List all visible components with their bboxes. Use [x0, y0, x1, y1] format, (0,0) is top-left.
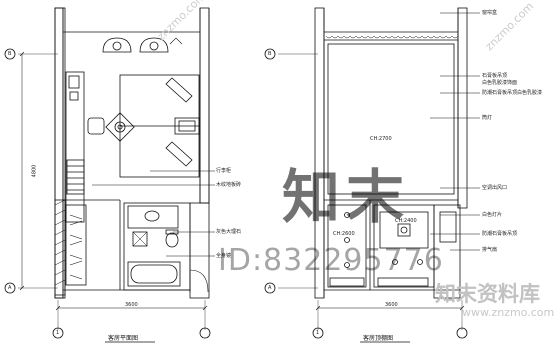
floor-plan [4, 7, 215, 343]
annotation: 防潮石膏板吊顶 [482, 231, 518, 237]
grid-bubble [312, 327, 324, 339]
annotation: 筒灯 [482, 115, 493, 121]
luggage-rack [66, 159, 85, 195]
grid-bubble-label: A [8, 285, 12, 291]
grid-bubble [456, 327, 468, 339]
dimension-label: 3600 [385, 302, 398, 308]
grid-bubble-label: 1 [316, 330, 320, 336]
annotation: 木纹地板砖 [216, 182, 242, 188]
dimension-label: 4800 [31, 164, 38, 178]
annotation: 排气扇 [482, 247, 498, 253]
grid-bubble [4, 48, 16, 60]
grid-bubble [199, 327, 211, 339]
annotation: 窗帘盒 [482, 10, 498, 16]
annotation: 石膏板吊顶 [482, 73, 508, 79]
annotation: 灰色大理石 [216, 229, 242, 235]
annotation: 空调出风口 [482, 185, 508, 191]
grid-bubble [4, 282, 16, 294]
lounge-chair [139, 37, 169, 53]
grid-bubble [52, 327, 64, 339]
drawing-title: 客房顶棚图 [363, 335, 394, 342]
watermark-logo-text: 知末 [282, 163, 411, 231]
wardrobe [65, 204, 87, 286]
room-ceiling [327, 43, 455, 195]
grid-bubble [264, 282, 276, 294]
dimension-label: 3600 [125, 302, 138, 308]
drawing-title: 客房平面图 [108, 335, 139, 342]
bathtub [127, 261, 181, 287]
ceiling-height-label: CH:2700 [370, 136, 392, 142]
watermark-id: ID:832295776 [218, 243, 444, 278]
watermark-url: www.znzmo.com [462, 306, 555, 319]
lounge-chair [102, 37, 132, 53]
grid-bubble-label: 1 [56, 330, 60, 336]
grid-bubble [264, 48, 276, 60]
grid-bubble-label: B [8, 51, 12, 57]
ceiling-height-label: CH:2400 [395, 218, 417, 224]
annotation: 全身镜 [216, 253, 232, 259]
annotation: 防潮石膏板吊顶白色乳胶漆 [482, 90, 543, 96]
grid-bubble-label: B [268, 51, 272, 57]
ceiling-height-label: CH:2600 [333, 231, 355, 237]
watermark-brand: 知末资料库 [435, 282, 540, 306]
grid-bubble-label: A [268, 285, 272, 291]
side-table [105, 112, 135, 142]
annotation: 白色灯片 [482, 212, 503, 218]
ceiling-plan [264, 7, 480, 343]
annotation: 行李柜 [216, 168, 232, 174]
annotation: 白色乳胶漆饰面 [482, 80, 518, 86]
